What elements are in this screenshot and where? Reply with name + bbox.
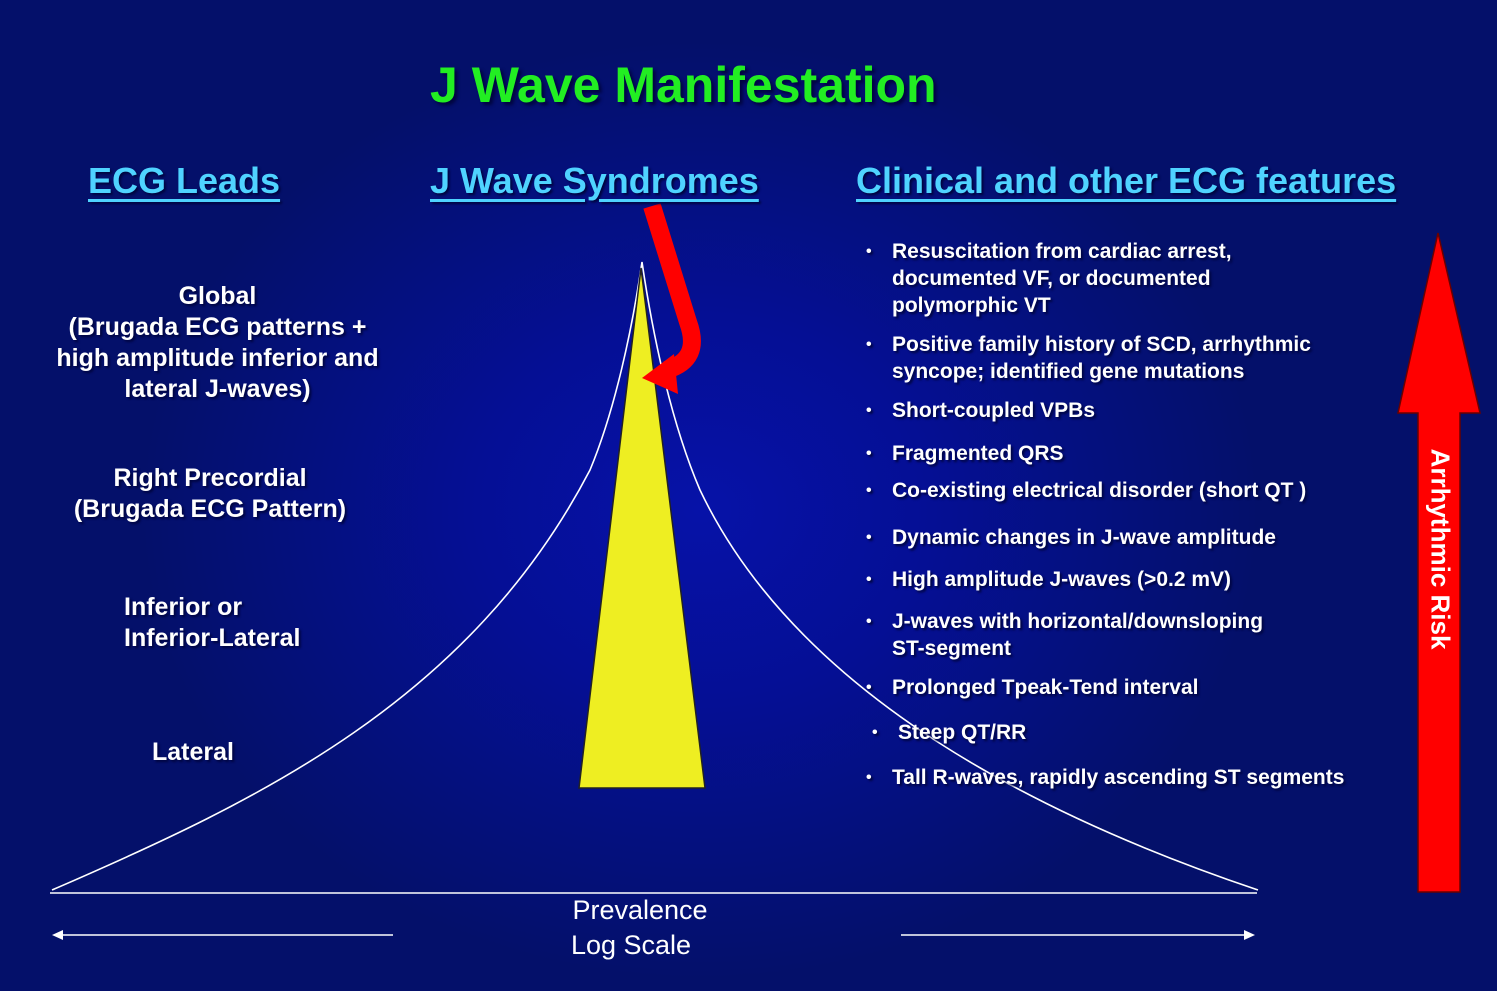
feature-3-line-1: Short-coupled VPBs (892, 399, 1096, 422)
bullet: • (866, 571, 872, 588)
feature-4-line-1: Fragmented QRS (892, 442, 1064, 465)
header-j-wave-syndromes: J Wave Syndromes (430, 160, 759, 201)
feature-5-line-1: Co-existing electrical disorder (short Q… (892, 479, 1307, 502)
prevalence-arrowhead-right (1244, 930, 1255, 940)
lead-right-precordial-line-2: (Brugada ECG Pattern) (73, 495, 347, 523)
bullet: • (866, 336, 872, 353)
bullet: • (866, 445, 872, 462)
bullet: • (866, 529, 872, 546)
lead-inferior-line-2: Inferior-Lateral (124, 624, 301, 652)
feature-2-line-2: syncope; identified gene mutations (892, 360, 1245, 383)
lead-global-line-3: high amplitude inferior and (56, 344, 379, 372)
bullet: • (866, 482, 872, 499)
prevalence-line-2: Log Scale (570, 930, 692, 960)
header-ecg-leads: ECG Leads (88, 160, 281, 201)
bullet: • (866, 769, 872, 786)
prevalence-arrowhead-left (52, 930, 63, 940)
feature-10-line-1: Steep QT/RR (898, 721, 1027, 744)
feature-1-line-3: polymorphic VT (892, 294, 1051, 317)
bent-arrow-shaft (643, 203, 701, 379)
feature-6-line-1: Dynamic changes in J-wave amplitude (892, 526, 1276, 549)
bullet: • (866, 613, 872, 630)
feature-11-line-1: Tall R-waves, rapidly ascending ST segme… (892, 766, 1345, 789)
slide-title: J Wave Manifestation (430, 57, 937, 113)
syndrome-triangle (578, 267, 706, 789)
bullet: • (866, 402, 872, 419)
feature-8-line-2: ST-segment (892, 637, 1012, 660)
bent-arrow-head (642, 354, 678, 394)
feature-1-line-2: documented VF, or documented (892, 267, 1211, 290)
lead-global: Global (Brugada ECG patterns + high ampl… (40, 281, 395, 405)
lead-inferior-line-1: Inferior or (124, 593, 243, 621)
lead-right-precordial-line-1: Right Precordial (113, 464, 307, 492)
risk-arrow (1397, 232, 1481, 893)
lead-global-line-4: lateral J-waves) (124, 375, 311, 403)
arrhythmic-risk-label: Arrhythmic Risk (1425, 448, 1456, 650)
feature-2-line-1: Positive family history of SCD, arrhythm… (892, 333, 1311, 356)
header-clinical-features: Clinical and other ECG features (856, 160, 1397, 201)
prevalence-curve (51, 261, 1259, 891)
lead-lateral-line-1: Lateral (152, 738, 234, 766)
lead-right-precordial: Right Precordial (Brugada ECG Pattern) (40, 463, 380, 525)
feature-7-line-1: High amplitude J-waves (>0.2 mV) (892, 568, 1232, 591)
lead-global-line-2: (Brugada ECG patterns + (68, 313, 367, 341)
lead-inferior: Inferior or Inferior-Lateral (124, 592, 300, 654)
feature-1-line-1: Resuscitation from cardiac arrest, (892, 240, 1232, 263)
bullet: • (872, 724, 878, 741)
feature-9-line-1: Prolonged Tpeak-Tend interval (892, 676, 1199, 699)
prevalence-label: Prevalence Log Scale (540, 893, 740, 963)
prevalence-line-1: Prevalence (572, 895, 708, 925)
lead-global-line-1: Global (178, 282, 257, 310)
lead-lateral: Lateral (152, 737, 234, 768)
bullet: • (866, 243, 872, 260)
feature-8-line-1: J-waves with horizontal/downsloping (892, 610, 1264, 633)
bullet: • (866, 679, 872, 696)
